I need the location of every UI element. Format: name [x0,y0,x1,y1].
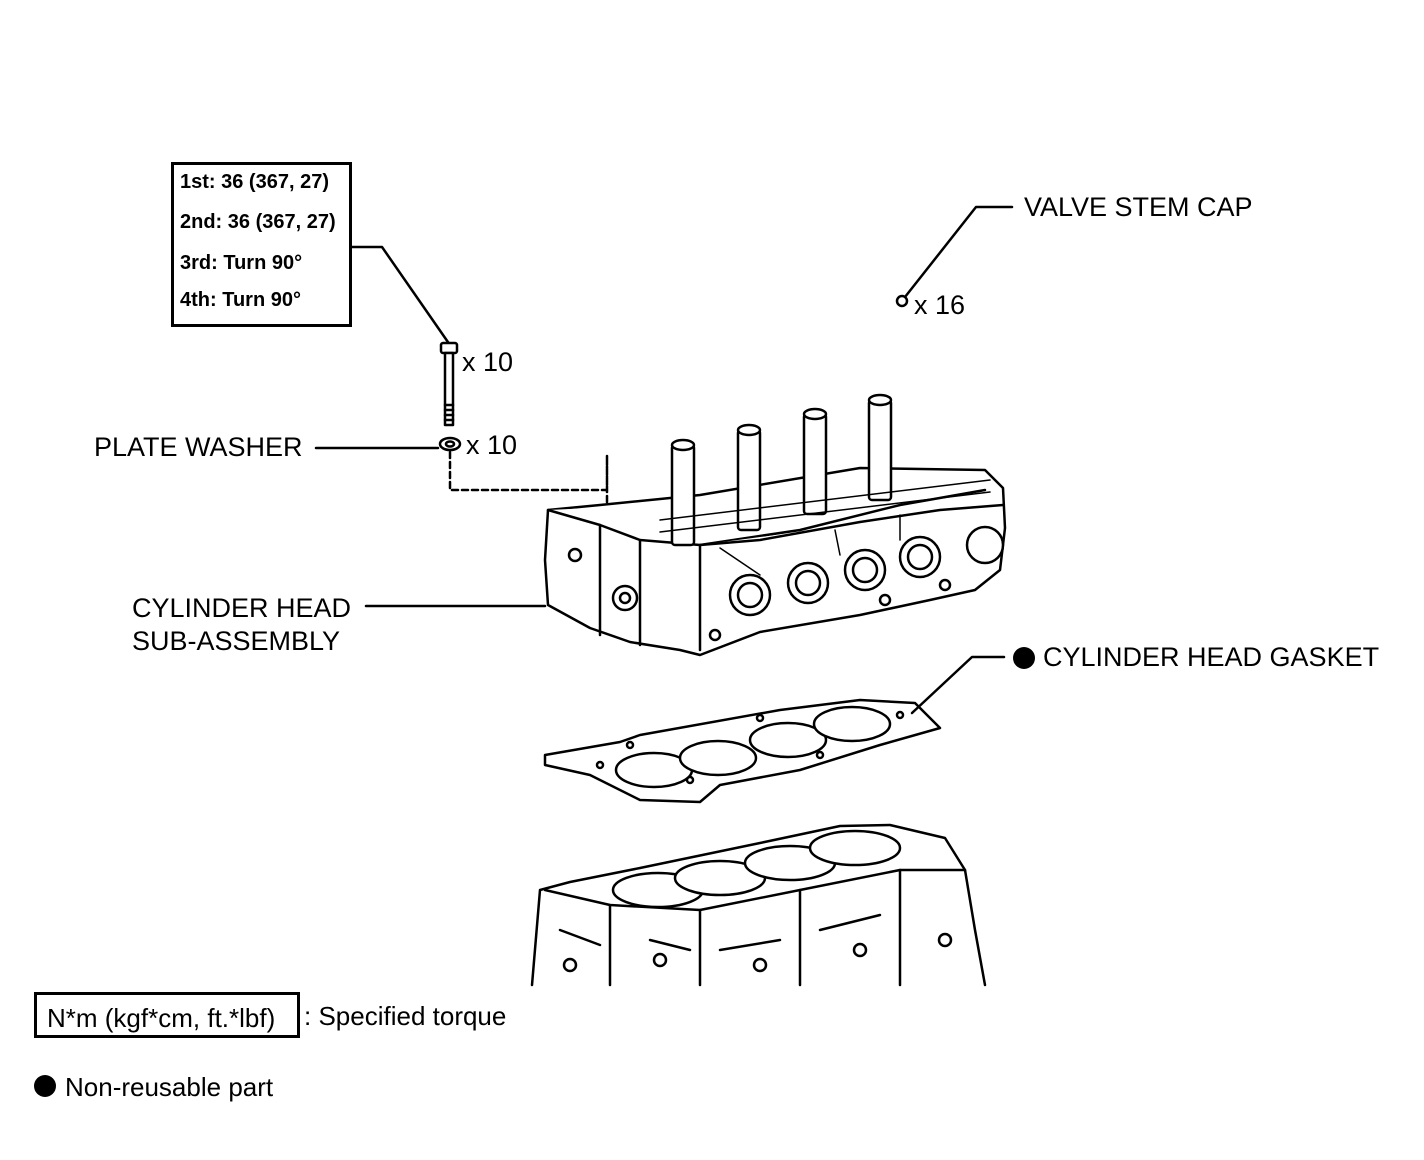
cylinder-head-label-line2: SUB-ASSEMBLY [132,626,341,656]
torque-spec-box: 1st: 36 (367, 27) 2nd: 36 (367, 27) 3rd:… [171,162,352,327]
cylinder-head-gasket-label: CYLINDER HEAD GASKET [1043,642,1380,672]
cylinder-head-gasket-drawing [543,698,942,804]
cylinder-head-drawing [543,393,1007,657]
torque-legend-description: : Specified torque [304,1001,507,1031]
torque-step-4: 4th: Turn 90° [180,289,301,311]
torque-step-2: 2nd: 36 (367, 27) [180,211,336,233]
head-bolt-icon [439,341,459,427]
plate-washer-icon [438,436,462,452]
bolt-quantity: x 10 [462,347,514,377]
cylinder-block-drawing [530,823,987,987]
valve-stem-cap-label: VALVE STEM CAP [1024,192,1253,222]
plate-washer-label: PLATE WASHER [94,432,303,462]
cylinder-head-label-line1: CYLINDER HEAD [132,593,352,623]
torque-unit-label: N*m (kgf*cm, ft.*lbf) [47,1003,276,1033]
non-reusable-marker-icon [1013,647,1035,669]
valve-stem-cap-quantity: x 16 [914,290,966,320]
torque-step-3: 3rd: Turn 90° [180,252,303,274]
torque-step-1: 1st: 36 (367, 27) [180,171,329,193]
torque-legend-box: N*m (kgf*cm, ft.*lbf) [34,992,300,1038]
non-reusable-legend-label: Non-reusable part [65,1072,274,1102]
valve-stem-cap-icon [895,294,909,308]
bolt-leader-line [350,245,452,347]
valve-stem-cap-leader-line [903,205,1014,299]
non-reusable-legend-icon [34,1075,56,1097]
plate-washer-quantity: x 10 [466,430,518,460]
gasket-leader-line [910,655,1006,715]
